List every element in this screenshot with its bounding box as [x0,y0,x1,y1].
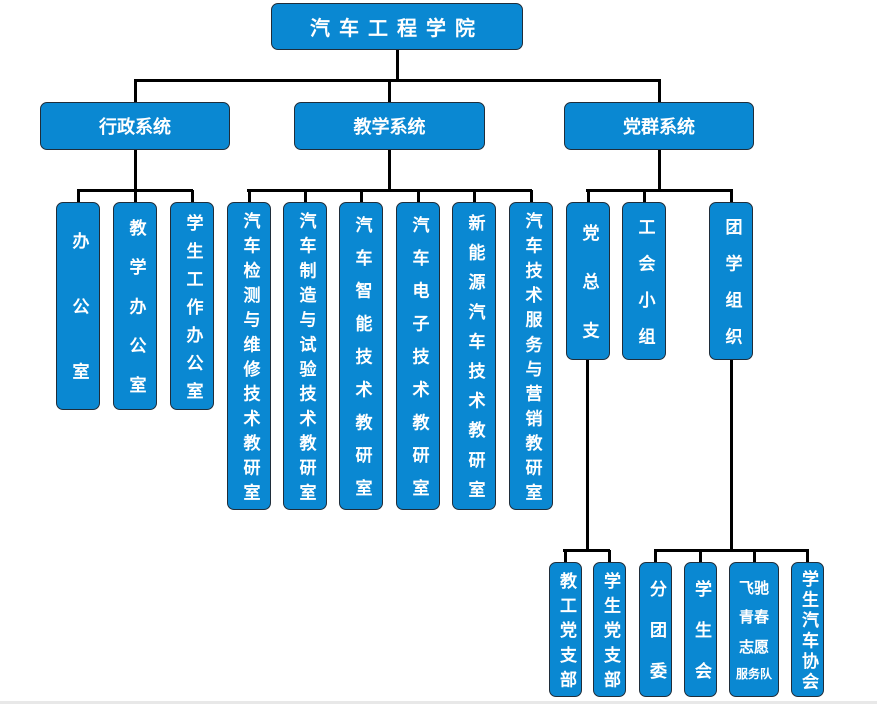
league-unit: 学生会 [684,562,717,703]
teaching-unit: 新能源汽车技术教研室 [452,202,496,510]
admin-unit: 办公室 [56,202,100,428]
teaching-unit: 汽车技术服务与营销教研室 [509,202,553,510]
connector [563,549,610,552]
connector [303,190,307,203]
party-unit: 工会小组 [622,202,666,364]
node-label: 汽车制造与试验技术教研室 [295,211,316,508]
node-label: 教工党支部 [556,571,576,695]
admin-unit: 教学办公室 [113,202,157,415]
connector [76,190,80,203]
connector [134,150,137,191]
connector [699,550,702,563]
branch-label: 行政系统 [99,117,171,138]
node-line: 志愿 [738,637,769,656]
node-label: 学生会 [691,580,711,703]
node-label: 汽车电子技术教研室 [408,215,429,512]
teaching-unit: 汽车检测与维修技术教研室 [227,202,271,510]
root-label: 汽车工程学院 [310,16,484,40]
node-line: 青春 [738,608,769,627]
league-unit: 分团委 [639,562,672,703]
node-label: 办公室 [68,232,89,429]
connector [586,189,733,192]
divider [0,701,877,704]
league-unit: 学生汽车协会 [791,562,824,697]
connector [472,190,476,203]
branch-teaching: 教学系统 [294,102,485,150]
connector [529,190,533,203]
connector [134,79,137,102]
teaching-unit: 汽车电子技术教研室 [396,202,440,512]
node-line: 服务队 [735,666,772,681]
connector [752,550,756,563]
party-unit: 团学组织 [709,202,753,364]
node-label: 学生工作办公室 [182,213,203,410]
connector [654,550,657,563]
connector [658,79,661,102]
connector [586,360,589,551]
branch-label: 教学系统 [353,117,426,138]
teaching-unit: 汽车制造与试验技术教研室 [283,202,327,510]
connector [658,150,661,191]
connector [133,190,137,203]
connector [134,79,661,82]
node-label: 分团委 [646,580,666,703]
party-unit: 党总支 [566,202,610,370]
connector [564,550,567,563]
connector [806,550,809,563]
node-label: 团学组织 [721,217,742,364]
connector [388,79,391,102]
connector [729,190,733,203]
node-label: 学生党支部 [600,571,620,695]
connector [359,190,363,203]
connector [586,190,590,203]
connector [416,190,420,203]
connector [388,150,391,191]
connector [396,50,399,81]
connector [642,190,646,203]
branch-party: 党群系统 [564,102,754,150]
party-branch: 教工党支部 [549,562,582,697]
connector [654,549,809,552]
admin-unit: 学生工作办公室 [170,202,214,410]
node-label: 党总支 [578,223,599,370]
node-label: 教学办公室 [125,219,146,416]
connector [247,190,251,203]
party-branch: 学生党支部 [593,562,626,697]
branch-admin: 行政系统 [40,102,230,150]
node-label: 汽车智能技术教研室 [351,215,372,512]
node-label: 工会小组 [634,217,655,364]
root-node: 汽车工程学院 [271,3,523,50]
node-label: 汽车检测与维修技术教研室 [239,211,260,508]
connector [247,189,532,192]
connector [730,360,733,551]
connector [608,550,611,563]
teaching-unit: 汽车智能技术教研室 [339,202,383,512]
node-line: 飞驰 [738,579,769,598]
node-label: 新能源汽车技术教研室 [464,214,485,511]
node-label: 汽车技术服务与营销教研室 [521,211,542,508]
branch-label: 党群系统 [623,117,695,138]
league-unit-volunteer: 飞驰青春志愿服务队 [729,562,779,697]
connector [190,190,194,203]
node-label: 学生汽车协会 [798,569,818,693]
